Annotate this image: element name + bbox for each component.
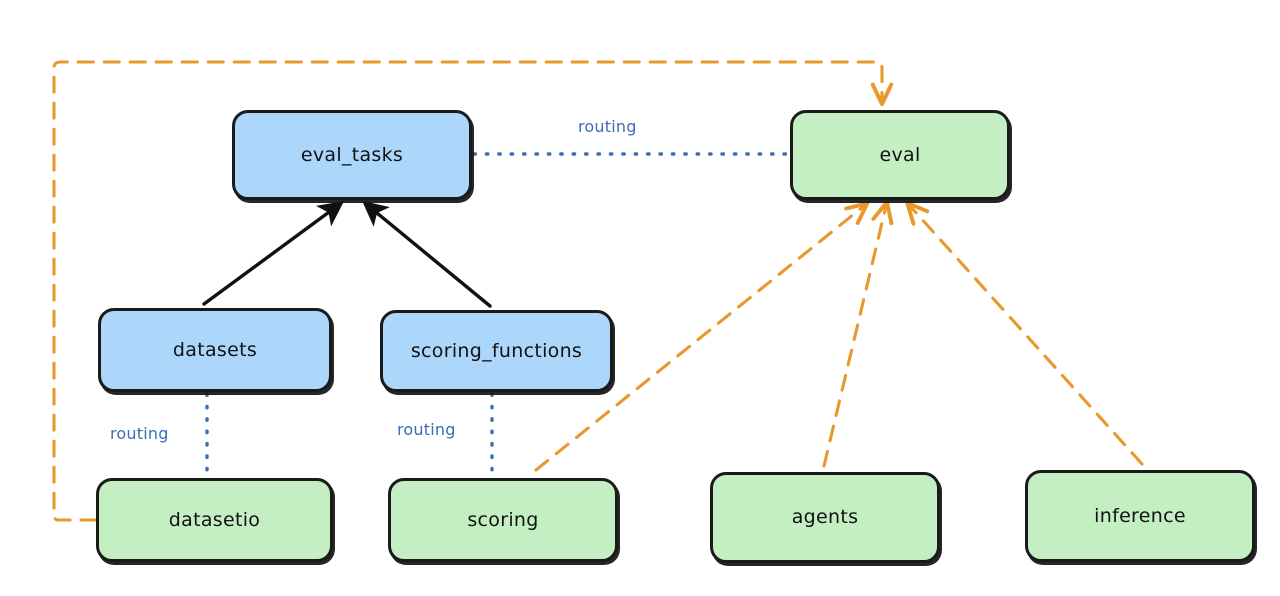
node-scoring[interactable]: scoring — [388, 478, 618, 562]
edge-scoring-functions-to-eval-tasks — [362, 200, 492, 308]
node-agents[interactable]: agents — [710, 472, 940, 563]
edge-datasets-to-eval-tasks — [202, 200, 345, 306]
node-label: scoring_functions — [410, 339, 583, 362]
node-datasets[interactable]: datasets — [98, 308, 332, 392]
edge-scoring-to-eval — [534, 201, 870, 472]
edge-label-routing-scoring-functions-scoring: routing — [397, 420, 456, 439]
node-label: datasetio — [168, 508, 261, 531]
edge-datasetio-to-eval — [52, 60, 894, 522]
node-label: scoring — [467, 508, 539, 531]
node-label: eval — [879, 143, 921, 166]
node-eval[interactable]: eval — [790, 110, 1010, 200]
edge-label-routing-datasets-datasetio: routing — [110, 424, 169, 443]
edge-label-routing-eval-tasks-eval: routing — [578, 117, 637, 136]
node-label: agents — [791, 506, 859, 529]
node-inference[interactable]: inference — [1025, 470, 1255, 562]
node-scoring-functions[interactable]: scoring_functions — [380, 310, 613, 392]
node-label: eval_tasks — [300, 143, 404, 166]
node-label: inference — [1094, 504, 1186, 527]
edge-inference-to-eval — [905, 200, 1144, 466]
node-eval-tasks[interactable]: eval_tasks — [232, 110, 472, 200]
node-datasetio[interactable]: datasetio — [96, 478, 333, 562]
node-label: datasets — [172, 338, 258, 361]
edge-agents-to-eval — [822, 200, 894, 468]
